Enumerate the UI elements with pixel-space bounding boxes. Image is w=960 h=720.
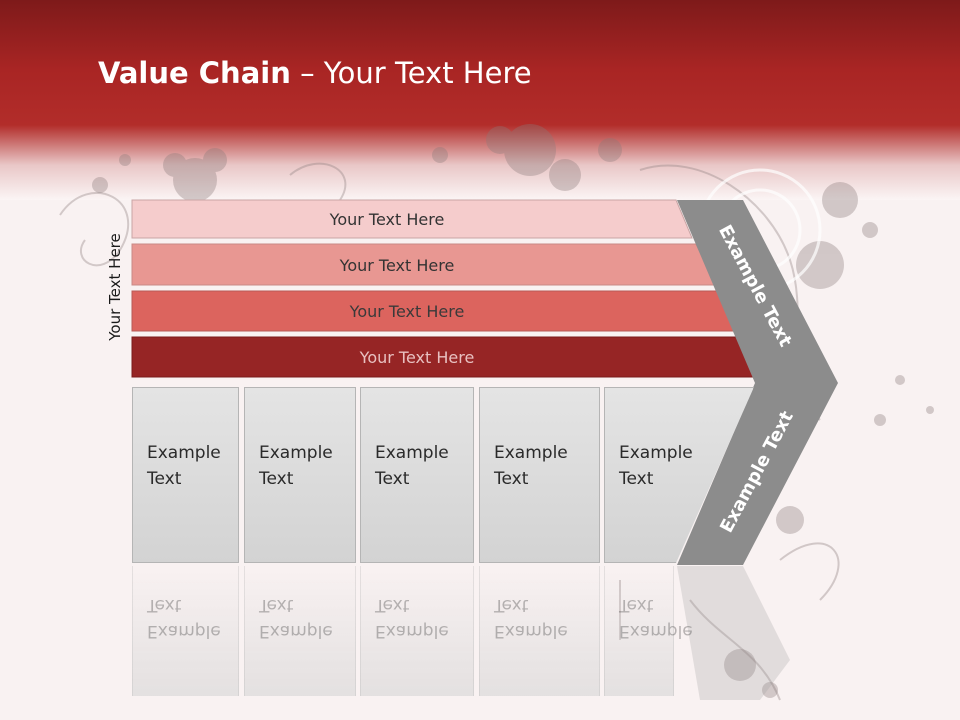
box-reflection-3: Example Text <box>360 566 474 696</box>
slide-title: Value Chain – Your Text Here <box>98 56 532 90</box>
title-bold: Value Chain <box>98 56 291 90</box>
bar-1[interactable]: Your Text Here <box>132 200 692 238</box>
bar-1-label: Your Text Here <box>329 209 445 229</box>
box-reflection-4: Example Text <box>479 566 600 696</box>
bar-shape-1 <box>131 199 693 239</box>
box-reflection-2: Example Text <box>244 566 356 696</box>
title-banner <box>0 0 960 200</box>
chevron-reflection <box>677 566 790 700</box>
example-box-3[interactable]: Example Text <box>360 387 474 563</box>
bar-4-label: Your Text Here <box>359 347 475 367</box>
example-box-4[interactable]: Example Text <box>479 387 600 563</box>
title-rest: – Your Text Here <box>290 56 532 90</box>
example-box-1[interactable]: Example Text <box>132 387 239 563</box>
bar-4[interactable]: Your Text Here <box>132 338 752 376</box>
bar-3-label: Your Text Here <box>349 301 465 321</box>
chevron-arrow <box>677 200 838 565</box>
box-reflection-1: Example Text <box>132 566 239 696</box>
bar-2[interactable]: Your Text Here <box>132 246 712 284</box>
bar-2-label: Your Text Here <box>339 255 455 275</box>
example-box-2[interactable]: Example Text <box>244 387 356 563</box>
bar-3[interactable]: Your Text Here <box>132 292 732 330</box>
box-reflection-5: Example Text <box>604 566 693 696</box>
